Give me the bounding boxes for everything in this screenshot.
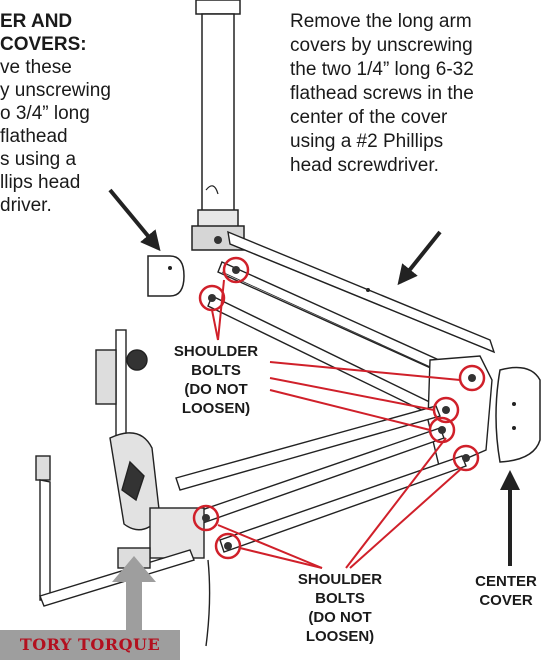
center-cover-line-2: COVER [479,592,533,609]
left-callout-heading-2: COVERS: [0,34,87,55]
left-callout-text: ER AND COVERS: ve these y unscrewing o 3… [0,10,200,217]
shoulder-bolts-bottom-line-1: SHOULDER [297,571,383,588]
lower-arm-links [175,405,467,553]
shoulder-bolts-bottom-line-2: BOLTS [315,590,365,607]
right-callout-line-5: center of the cover [290,107,448,128]
left-callout-line-6: llips head [0,172,81,193]
shoulder-bolts-top-line-2: BOLTS [191,362,241,379]
long-arm-cover [227,230,496,354]
shoulder-bolts-label-top: SHOULDER BOLTS (DO NOT LOOSEN) [164,342,268,418]
left-callout-line-4: flathead [0,126,68,147]
left-callout-line-1: ve these [0,57,72,78]
torque-arrow [112,556,156,630]
left-callout-heading-1: ER AND [0,11,73,32]
right-callout-line-1: Remove the long arm [290,11,472,32]
center-cover [495,366,541,463]
shoulder-bolts-top-line-1: SHOULDER [173,343,259,360]
monitor-mount [95,329,205,559]
left-callout-line-5: s using a [0,149,77,170]
right-callout-text: Remove the long arm covers by unscrewing… [290,10,546,178]
center-cover-label: CENTER COVER [466,572,546,610]
right-callout-line-7: head screwdriver. [290,155,439,176]
left-callout-line-7: driver. [0,195,52,216]
left-callout-line-2: y unscrewing [0,80,111,101]
right-callout-line-2: covers by unscrewing [290,35,473,56]
left-callout-line-3: o 3/4” long [0,103,90,124]
shoulder-bolts-bottom-line-3: (DO NOT [308,609,372,626]
right-callout-line-3: the two 1/4” long 6-32 [290,59,474,80]
shoulder-bolts-bottom-line-4: LOOSEN) [305,628,375,645]
shoulder-bolt-leaders [211,279,463,569]
right-callout-arrow [397,230,442,286]
shoulder-bolts-label-bottom: SHOULDER BOLTS (DO NOT LOOSEN) [288,570,392,646]
center-cover-line-1: CENTER [475,573,537,590]
torque-banner: TORY TORQUE [0,630,180,660]
left-callout-arrow [108,188,161,252]
removed-shoulder-cover [147,255,185,297]
shoulder-bolts-top-line-3: (DO NOT [184,381,248,398]
shoulder-bolts-top-line-4: LOOSEN) [181,400,251,417]
right-callout-line-4: flathead screws in the [290,83,474,104]
right-callout-line-6: using a #2 Phillips [290,131,444,152]
